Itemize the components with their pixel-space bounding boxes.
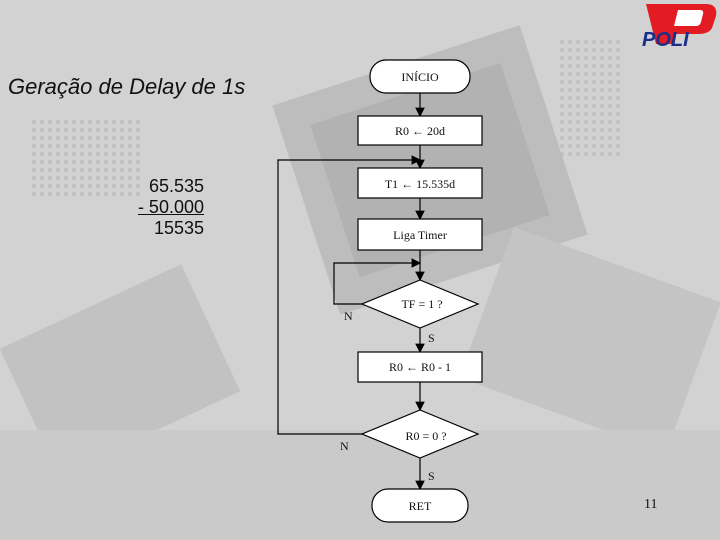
step1-box bbox=[357, 115, 483, 146]
step4-box bbox=[357, 351, 483, 383]
decision1-yes-label: S bbox=[428, 331, 435, 345]
loop-decision2-no bbox=[277, 155, 422, 435]
subtraction-calc: 65.535 - 50.000 15535 bbox=[138, 176, 204, 239]
logo-text: POLI bbox=[642, 29, 689, 51]
step3-label: Liga Timer bbox=[393, 228, 447, 242]
end-label: RET bbox=[409, 499, 432, 513]
calc-line-1: 65.535 bbox=[148, 176, 204, 196]
start-terminal bbox=[369, 59, 471, 94]
decision1-label: TF = 1 ? bbox=[401, 297, 442, 311]
slide-title: Geração de Delay de 1s bbox=[8, 74, 246, 99]
loop-decision1-no bbox=[333, 258, 422, 305]
step2-label: T1 ← 15.535d bbox=[385, 177, 455, 191]
decision1-no-label: N bbox=[344, 309, 353, 323]
calc-line-3: 15535 bbox=[153, 218, 204, 238]
decision2-yes-label: S bbox=[428, 469, 435, 483]
page-number: 11 bbox=[644, 497, 658, 512]
start-label: INÍCIO bbox=[401, 70, 439, 84]
step1-label: R0 ← 20d bbox=[395, 124, 445, 138]
decision2-diamond bbox=[360, 409, 480, 459]
step2-box bbox=[357, 167, 483, 199]
calc-line-2: - 50.000 bbox=[137, 197, 204, 217]
step3-box bbox=[357, 218, 483, 251]
decision2-no-label: N bbox=[340, 439, 349, 453]
step4-label: R0 ← R0 - 1 bbox=[389, 360, 451, 374]
decision2-label: R0 = 0 ? bbox=[405, 429, 446, 443]
decision1-diamond bbox=[360, 279, 480, 329]
poli-logo: POLI bbox=[642, 4, 717, 51]
end-terminal bbox=[371, 488, 469, 523]
